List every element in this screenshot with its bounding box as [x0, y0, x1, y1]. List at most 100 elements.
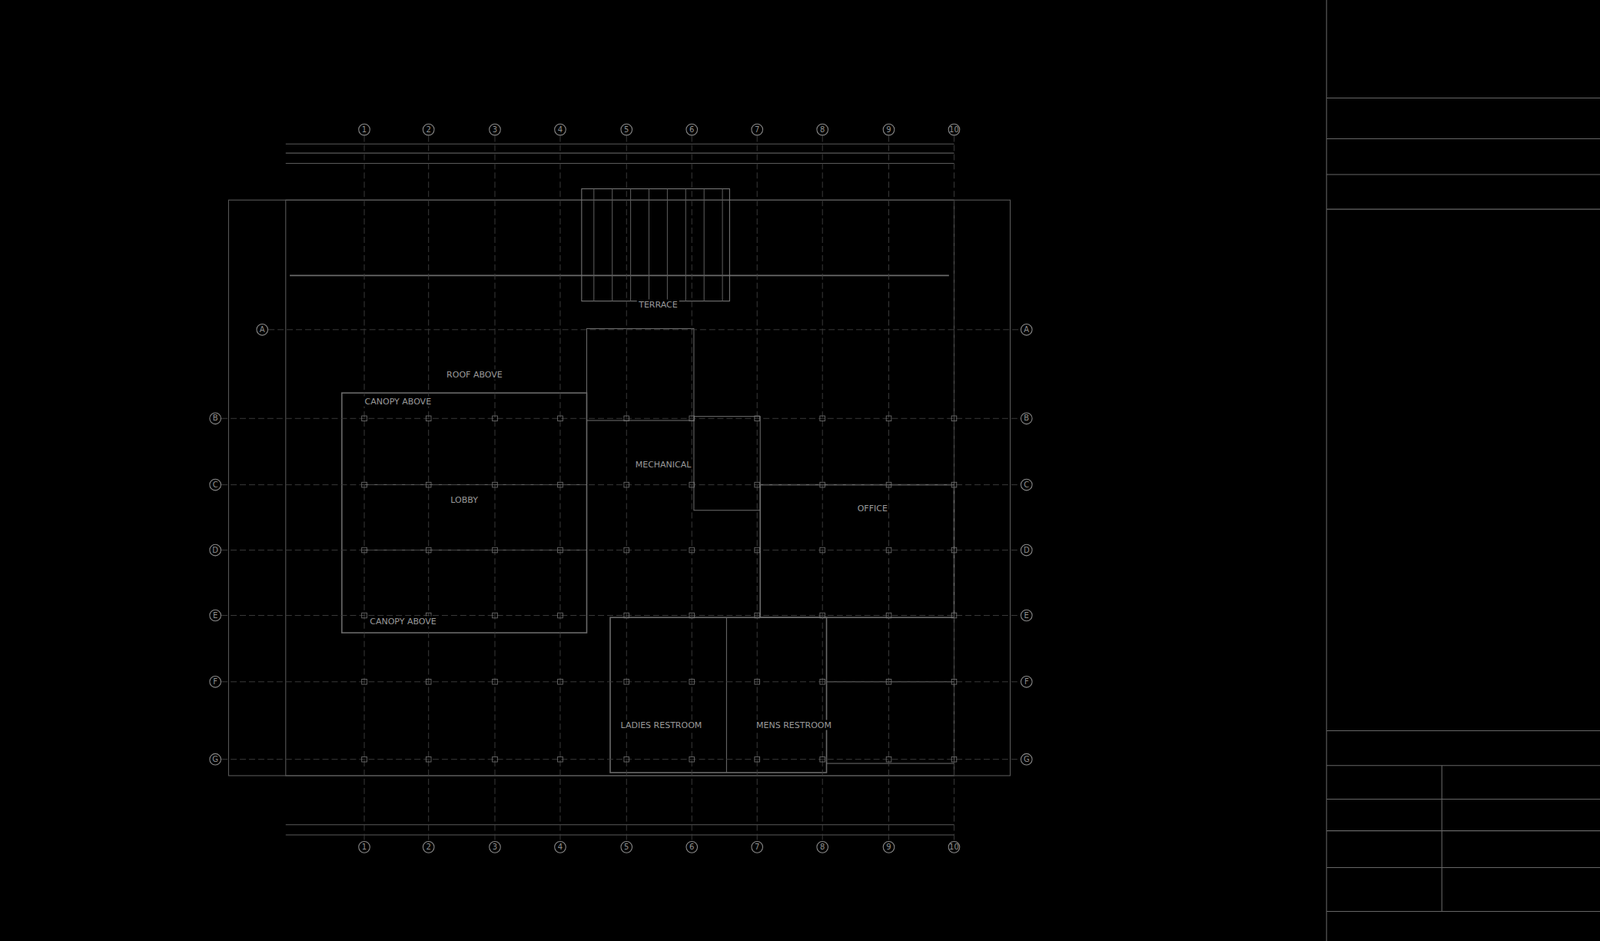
grid-label: A — [259, 325, 266, 334]
grid-label: 4 — [557, 843, 563, 851]
grid-line — [494, 136, 495, 840]
column — [425, 678, 432, 684]
wall — [289, 275, 950, 277]
grid-label: E — [212, 611, 218, 620]
column — [624, 612, 630, 618]
grid-label: B — [212, 414, 219, 422]
column — [557, 481, 564, 488]
column — [624, 756, 630, 762]
grid-bubble — [358, 123, 371, 136]
grid-label: 3 — [492, 843, 498, 851]
wall — [760, 484, 954, 618]
column — [492, 415, 498, 422]
title-block — [1441, 765, 1443, 912]
grid-line — [268, 328, 1021, 330]
grid-bubble — [256, 323, 269, 336]
title-block — [1326, 866, 1600, 868]
column — [819, 547, 826, 553]
column — [425, 756, 432, 762]
grid-bubble — [686, 123, 698, 136]
wall — [341, 392, 588, 633]
room-label: MENS RESTROOM — [754, 719, 834, 730]
column — [689, 678, 695, 684]
grid-bubble — [1020, 323, 1033, 336]
plan-lines — [228, 0, 1600, 941]
column — [361, 612, 368, 618]
grid-line — [888, 136, 890, 840]
column — [689, 547, 695, 553]
column — [361, 756, 368, 762]
grid-label: 1 — [361, 843, 367, 851]
grid-label: D — [212, 546, 219, 555]
grid-bubble — [209, 676, 222, 688]
column — [951, 547, 957, 553]
grid-line — [221, 758, 1021, 760]
column — [819, 678, 826, 684]
column — [886, 415, 892, 422]
column — [951, 481, 957, 488]
grid-line — [559, 136, 561, 840]
grid-bubble — [209, 753, 222, 765]
column — [754, 756, 761, 762]
column — [624, 415, 630, 422]
grid-line — [221, 418, 1021, 419]
dimension-line — [285, 152, 955, 154]
grid-bubble — [358, 841, 371, 854]
grid-line — [953, 136, 955, 840]
pergola-bar — [722, 189, 724, 302]
grid-label: G — [212, 755, 219, 764]
column — [819, 612, 826, 618]
grid-bubble — [882, 123, 895, 136]
grid-line — [691, 136, 693, 840]
pergola-bar — [630, 189, 631, 302]
building-outline — [228, 199, 1010, 776]
grid-bubble — [948, 123, 960, 136]
column — [557, 756, 564, 762]
grid-label: 10 — [949, 843, 960, 851]
column — [492, 756, 498, 762]
grid-bubble — [422, 841, 435, 854]
column — [951, 756, 957, 762]
column — [361, 415, 368, 422]
column — [361, 678, 368, 684]
grid-line — [626, 136, 628, 840]
grid-label: 7 — [754, 843, 760, 851]
column — [425, 547, 432, 553]
wall — [586, 328, 694, 420]
pergola — [581, 189, 731, 302]
grid — [209, 123, 1033, 853]
column — [819, 481, 826, 488]
column — [557, 678, 564, 684]
title-block — [1326, 209, 1600, 210]
grid-label: D — [1023, 546, 1030, 555]
dimension-line — [285, 143, 955, 145]
title-block — [1326, 764, 1600, 766]
grid-bubble — [816, 123, 829, 136]
grid-line — [822, 136, 824, 840]
room-label: MECHANICAL — [634, 459, 694, 470]
column — [492, 481, 498, 488]
grid-bubble — [948, 841, 960, 854]
column — [689, 481, 695, 488]
pergola-bar — [667, 189, 668, 302]
grid-line — [221, 614, 1021, 616]
column — [886, 481, 892, 488]
grid-label: 2 — [425, 126, 431, 134]
title-block — [1326, 0, 1328, 941]
title-block — [1326, 798, 1600, 800]
room-label: OFFICE — [856, 503, 890, 514]
grid-bubble — [751, 841, 764, 854]
title-block — [1326, 910, 1600, 912]
grid-bubble — [209, 544, 222, 556]
grid-bubble — [554, 841, 567, 854]
grid-label: 9 — [886, 843, 891, 851]
grid-label: 4 — [557, 126, 563, 134]
title-block — [1326, 730, 1600, 731]
grid-line — [221, 549, 1021, 551]
room-label: LADIES RESTROOM — [619, 719, 704, 730]
grid-bubble — [882, 841, 895, 854]
room-label: CANOPY ABOVE — [368, 616, 439, 627]
grid-bubble — [554, 123, 567, 136]
grid-line — [221, 680, 1021, 682]
grid-bubble — [422, 123, 435, 136]
